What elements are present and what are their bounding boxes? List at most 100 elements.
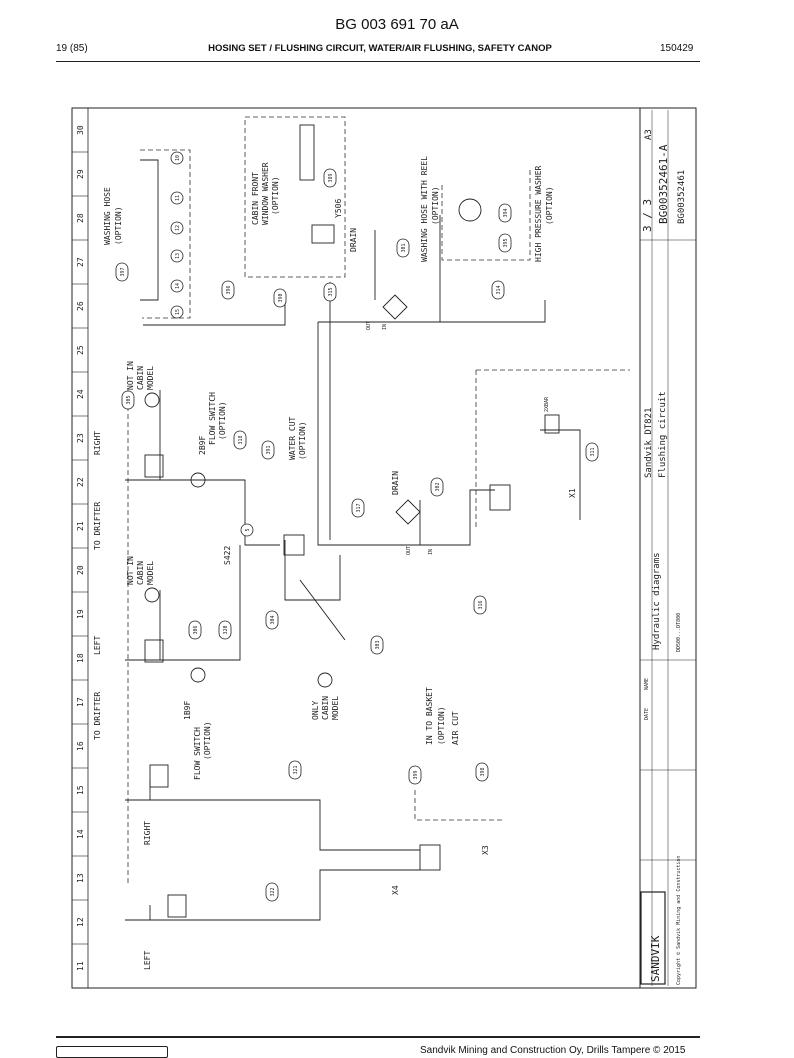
label-water-cut: WATER CUT xyxy=(288,416,297,460)
callout-number: 316 xyxy=(478,600,484,609)
callout-bubble xyxy=(240,523,254,537)
grid-label: 22 xyxy=(76,477,85,487)
label-in-to-basket-option: (OPTION) xyxy=(437,706,446,745)
grid-label: 13 xyxy=(76,873,85,883)
label-left-bottom: LEFT xyxy=(143,951,152,970)
label-cabin-option: (OPTION) xyxy=(271,176,280,215)
title-number-small: BG00352461 xyxy=(677,170,687,224)
grid-label: 29 xyxy=(76,169,85,179)
callout-bubble xyxy=(323,168,337,188)
label-hose-reel-option: (OPTION) xyxy=(431,186,440,225)
grid-label: 11 xyxy=(76,961,85,971)
grid-label: 19 xyxy=(76,609,85,619)
grid-label: 24 xyxy=(76,389,85,399)
document-id: BG 003 691 70 aA xyxy=(335,16,459,33)
label-flow-switch-top: FLOW SWITCH xyxy=(208,392,217,445)
label-drain-mid: DRAIN xyxy=(391,471,400,495)
label-right-bottom: RIGHT xyxy=(143,821,152,845)
label-air-cut: AIR CUT xyxy=(451,711,460,745)
label-in-to-basket: IN TO BASKET xyxy=(425,687,434,745)
callout-number: 14 xyxy=(175,283,181,289)
callout-number: 13 xyxy=(175,253,181,259)
callout-number: 304 xyxy=(270,615,276,624)
label-x4: X4 xyxy=(391,885,400,895)
footer-logo xyxy=(56,1046,168,1058)
title-drawing: Flushing circuit xyxy=(658,391,668,478)
callout-number: 397 xyxy=(120,267,126,276)
grid-label: 14 xyxy=(76,829,85,839)
label-out-top: OUT xyxy=(366,321,372,330)
label-not-in-3: MODEL xyxy=(146,366,155,390)
label-only-1: ONLY xyxy=(311,701,320,720)
callout-number: 320 xyxy=(223,625,229,634)
label-2xbar: 2XBAR xyxy=(544,396,550,412)
label-flow-switch-bottom-option: (OPTION) xyxy=(203,721,212,760)
grid-label: 28 xyxy=(76,213,85,223)
grid-label: 18 xyxy=(76,653,85,663)
grid-label: 25 xyxy=(76,345,85,355)
label-flow-switch-bottom: FLOW SWITCH xyxy=(193,727,202,780)
brand-logo: SANDVIK xyxy=(649,935,662,982)
callout-bubble xyxy=(498,203,512,223)
label-not-in-1: NOT IN xyxy=(126,361,135,390)
label-to-drifter-1: TO DRIFTER xyxy=(93,502,102,550)
title-date-label: DATE xyxy=(644,708,650,720)
grid-label: 16 xyxy=(76,741,85,751)
callout-number: 10 xyxy=(175,155,181,161)
callout-number: 396 xyxy=(226,285,232,294)
callout-number: 321 xyxy=(293,765,299,774)
header-rule xyxy=(56,61,700,62)
label-y506: Y506 xyxy=(334,199,343,218)
callout-bubble xyxy=(170,221,184,235)
callout-bubble xyxy=(121,390,135,410)
label-washing-hose-option: (OPTION) xyxy=(114,206,123,245)
callout-number: 314 xyxy=(496,285,502,294)
title-size: A3 xyxy=(644,129,654,140)
label-in-mid: IN xyxy=(428,549,434,555)
callout-bubble xyxy=(408,765,422,785)
callout-bubble xyxy=(218,620,232,640)
label-high-pressure-option: (OPTION) xyxy=(545,186,554,225)
grid-label: 12 xyxy=(76,917,85,927)
label-flow-switch-top-option: (OPTION) xyxy=(218,401,227,440)
label-out-mid: OUT xyxy=(406,546,412,555)
callout-bubble xyxy=(170,279,184,293)
page-number: 19 (85) xyxy=(56,43,88,54)
callout-number: 322 xyxy=(270,887,276,896)
label-1b9f: 1B9F xyxy=(183,701,192,720)
label-in-top: IN xyxy=(382,324,388,330)
callout-bubble xyxy=(396,238,410,258)
title-name-label: NAME xyxy=(644,678,650,690)
label-washing-hose: WASHING HOSE xyxy=(103,187,112,245)
callout-number: 395 xyxy=(503,238,509,247)
title-diagram: Hydraulic diagrams xyxy=(652,552,662,650)
grid-label: 17 xyxy=(76,697,85,707)
grid-label: 15 xyxy=(76,785,85,795)
footer-company: Sandvik Mining and Construction Oy, Dril… xyxy=(420,1045,686,1056)
callout-number: 399 xyxy=(413,770,419,779)
callout-bubble xyxy=(475,762,489,782)
grid-label: 23 xyxy=(76,433,85,443)
callout-number: 315 xyxy=(328,287,334,296)
label-window-washer: WINDOW WASHER xyxy=(261,162,270,225)
callout-number: 302 xyxy=(435,482,441,491)
callout-number: 11 xyxy=(175,195,181,201)
callout-bubble xyxy=(323,282,337,302)
callout-number: 390 xyxy=(278,293,284,302)
label-x3: X3 xyxy=(481,845,490,855)
callout-number: 311 xyxy=(590,447,596,456)
label-s422: S422 xyxy=(223,546,232,565)
callout-bubble xyxy=(370,635,384,655)
callout-bubble xyxy=(265,882,279,902)
callout-number: 5 xyxy=(245,528,251,531)
callout-number: 303 xyxy=(375,640,381,649)
callout-bubble xyxy=(233,430,247,450)
callout-bubble xyxy=(170,191,184,205)
callout-number: 305 xyxy=(126,395,132,404)
grid-label: 30 xyxy=(76,125,85,135)
title-sheet: 3 / 3 xyxy=(641,199,654,232)
title-model: DD500...DT800 xyxy=(676,613,682,652)
title-company: Sandvik DT821 xyxy=(644,408,654,478)
label-only-3: MODEL xyxy=(331,696,340,720)
